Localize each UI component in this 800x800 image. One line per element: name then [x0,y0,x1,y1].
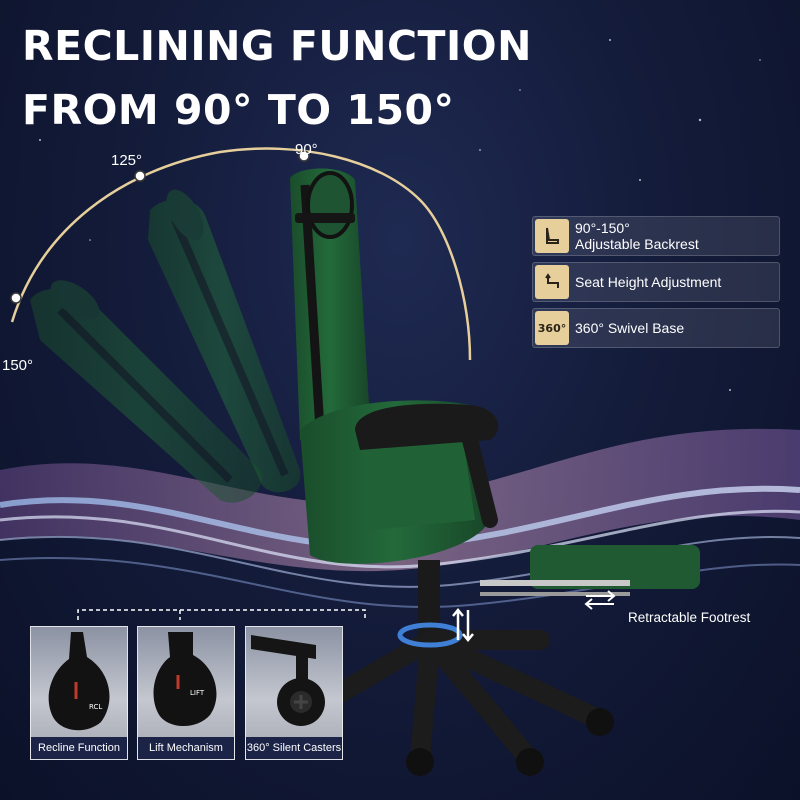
lift-lever-image: LIFT [153,632,217,727]
backrest-125-ghost [148,189,301,493]
angle-label-125: 125° [111,152,143,169]
detail-casters: 360° Silent Casters [245,626,343,760]
seat-lift-icon [535,265,569,299]
feature-swivel-base: 360° 360° Swivel Base [532,308,780,348]
detail-lift: LIFT Lift Mechanism [137,626,235,760]
angle-marker-150 [10,292,22,304]
recline-arc [10,147,472,361]
detail-connector [77,609,366,620]
backrest-150-ghost [30,280,262,503]
lift-lever-text: LIFT [190,689,205,697]
caption-casters: 360° Silent Casters [246,737,342,759]
caption-lift: Lift Mechanism [138,737,234,759]
gaming-chair [290,168,700,776]
feature-seat-height: Seat Height Adjustment [532,262,780,302]
detail-recline: RCL Recline Function [30,626,128,760]
headline-line1: RECLINING FUNCTION [22,22,532,70]
angle-marker-125 [134,170,146,182]
feature-seat-height-label: Seat Height Adjustment [575,274,722,290]
recline-lever-image: RCL [48,632,110,731]
feature-swivel-label: 360° Swivel Base [575,320,685,336]
headline-line2: FROM 90° TO 150° [22,86,455,134]
caption-recline: Recline Function [31,737,127,759]
caster-image [251,635,325,726]
footrest-label: Retractable Footrest [628,610,751,625]
feature-backrest-line1: 90°-150° [575,220,630,236]
feature-list: 90°-150° Adjustable Backrest Seat Height… [532,216,780,354]
angle-marker-90 [298,150,310,162]
angle-label-150: 150° [2,357,34,374]
feature-backrest-line2: Adjustable Backrest [575,236,699,252]
feature-adjustable-backrest: 90°-150° Adjustable Backrest [532,216,780,256]
swivel-360-icon: 360° [535,311,569,345]
recline-lever-text: RCL [89,703,102,711]
backrest-icon [535,219,569,253]
headline: RECLINING FUNCTION FROM 90° TO 150° [22,14,532,142]
stars [39,39,761,391]
angle-label-90: 90° [295,141,318,158]
